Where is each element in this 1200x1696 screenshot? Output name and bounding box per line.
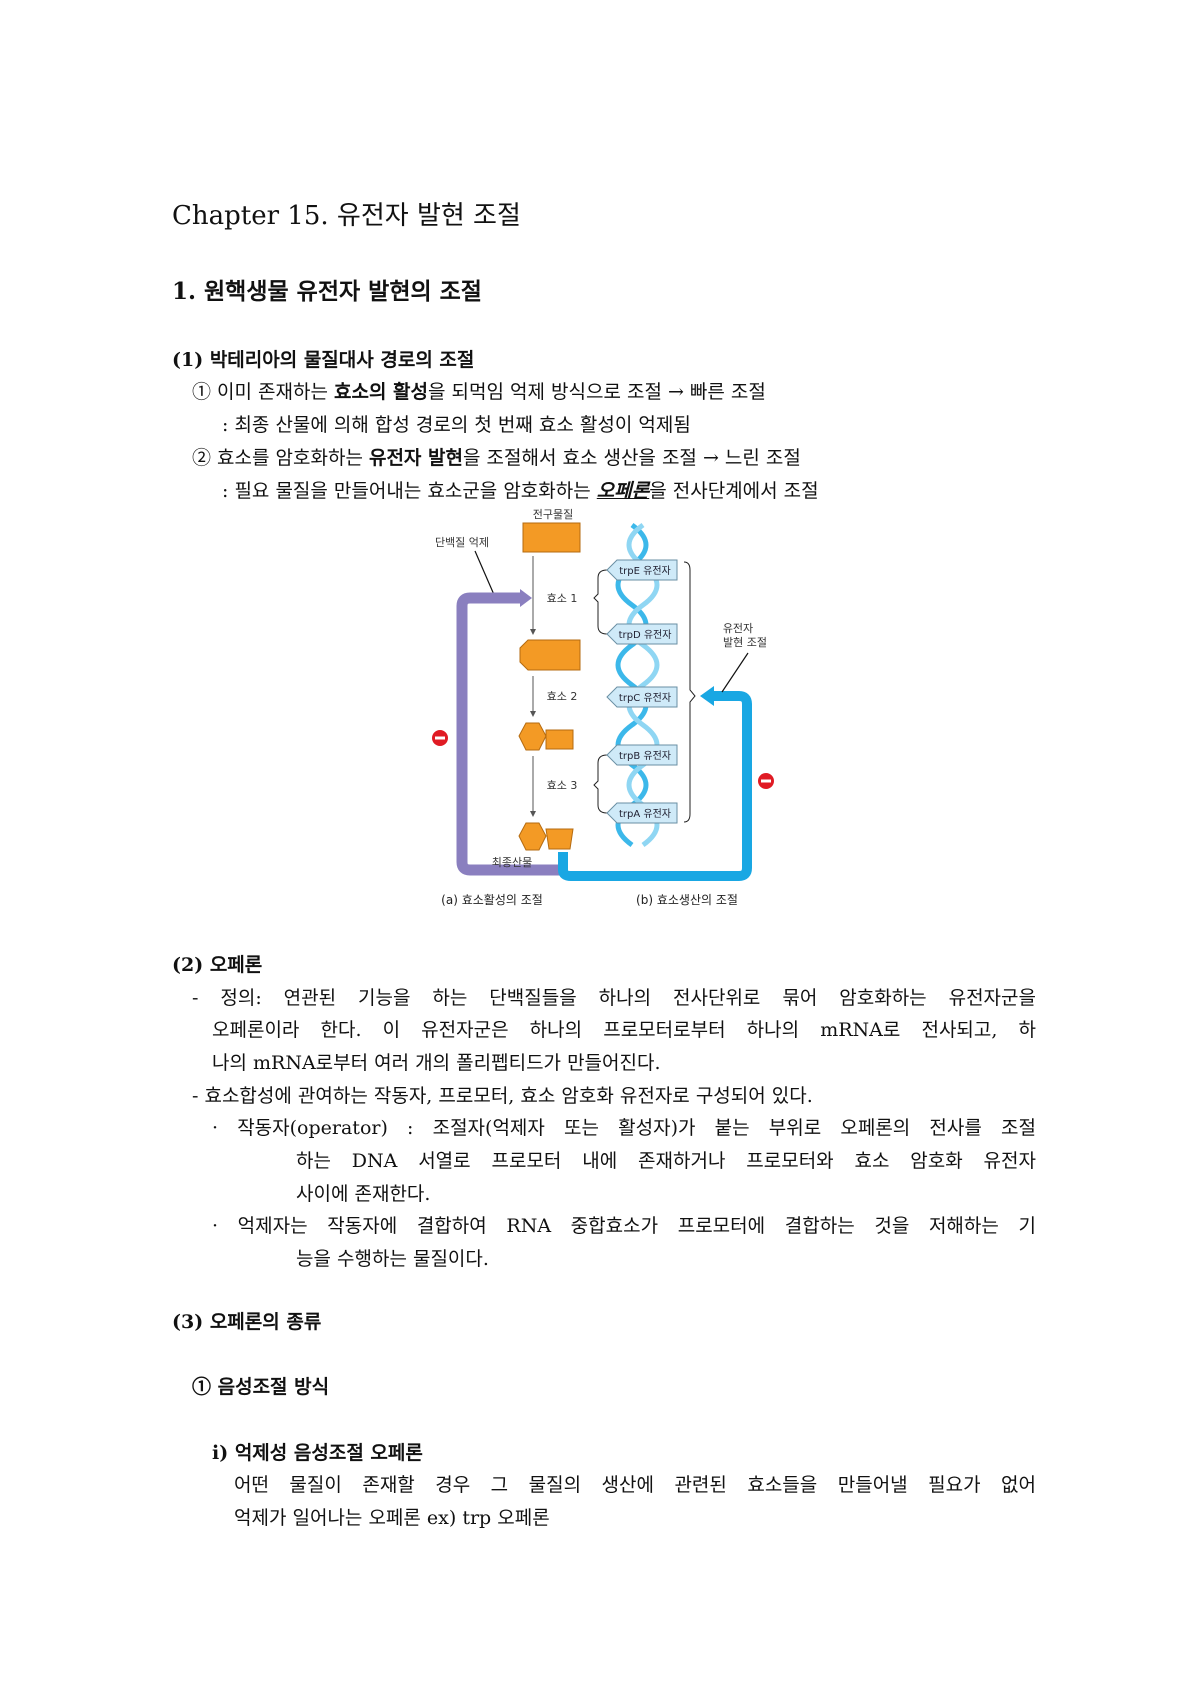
- repressor-line: 능을 수행하는 물질이다.: [296, 1248, 489, 1270]
- gene-arrow-trpB: trpB 유전자: [606, 744, 678, 766]
- gene-arrow-shape: [606, 686, 678, 708]
- operator-line: · 작동자(operator) : 조절자(억제자 또는 활성자)가 붙는 부위…: [212, 1117, 1036, 1139]
- repressible-operon-text: 억제가 일어나는 오페론 ex) trp 오페론: [234, 1507, 550, 1529]
- feedback-inhibition-label: 단백질 억제: [435, 536, 489, 549]
- gene-arrow-trpC: trpC 유전자: [606, 686, 678, 708]
- feedback-inhibition-arrow: [456, 592, 561, 876]
- enzyme-3-brace: [593, 754, 608, 814]
- negative-control-heading: ① 음성조절 방식: [192, 1376, 330, 1398]
- operon-definition-line: 오페론이라 한다. 이 유전자군은 하나의 프로모터로부터 하나의 mRNA로 …: [212, 1019, 1036, 1041]
- gene-arrow-shape: [606, 802, 678, 824]
- emphasis: 유전자 발현: [368, 447, 463, 469]
- operator-line: 사이에 존재한다.: [296, 1183, 431, 1205]
- precursor-molecule: [522, 522, 581, 553]
- section-heading-1: 1. 원핵생물 유전자 발현의 조절: [172, 278, 482, 305]
- list-item-1-note: : 최종 산물에 의해 합성 경로의 첫 번째 효소 활성이 억제됨: [222, 414, 691, 436]
- gene-regulation-arrow: [558, 691, 752, 881]
- enzyme-3-label: 효소 3: [547, 779, 578, 792]
- operon-definition-line: 나의 mRNA로부터 여러 개의 폴리펩티드가 만들어진다.: [212, 1052, 661, 1074]
- enzyme-1-label: 효소 1: [547, 592, 578, 605]
- gene-arrow-trpA: trpA 유전자: [606, 802, 678, 824]
- gene-label: trpB 유전자: [619, 750, 671, 762]
- feedback-arrowhead: [520, 589, 532, 607]
- enzyme-2-label: 효소 2: [547, 690, 578, 703]
- text: 을 전사단계에서 조절: [649, 480, 819, 502]
- caption-a: (a) 효소활성의 조절: [441, 893, 543, 907]
- end-product-label: 최종산물: [492, 856, 532, 869]
- operator-line: 하는 DNA 서열로 프로모터 내에 존재하거나 프로모터와 효소 암호화 유전…: [296, 1150, 1036, 1172]
- end-product-molecule: [518, 822, 574, 851]
- feedback-pointer-line: [474, 550, 496, 598]
- gene-label: trpC 유전자: [619, 692, 671, 704]
- chapter-title: Chapter 15. 유전자 발현 조절: [172, 201, 521, 231]
- regulation-diagram: 전구물질 단백질 억제 효소 1 효소 2 효소 3 trpE 유전자 trpD …: [432, 508, 774, 907]
- inhibition-minus-icon: [432, 730, 448, 746]
- gene-label: trpA 유전자: [619, 808, 671, 820]
- operon-brace: [683, 561, 696, 823]
- list-item-2: ② 효소를 암호화하는 유전자 발현을 조절해서 효소 생산을 조절 → 느린 …: [192, 446, 801, 470]
- gene-arrow-shape: [606, 559, 678, 581]
- intermediate-molecule-1: [519, 639, 581, 671]
- gene-label: trpD 유전자: [619, 629, 672, 641]
- subsection-heading-1: (1) 박테리아의 물질대사 경로의 조절: [172, 349, 475, 371]
- text: : 필요 물질을 만들어내는 효소군을 암호화하는: [222, 480, 597, 502]
- list-item-2-note: : 필요 물질을 만들어내는 효소군을 암호화하는 오페론을 전사단계에서 조절: [222, 479, 819, 503]
- operon-components-line: - 효소합성에 관여하는 작동자, 프로모터, 효소 암호화 유전자로 구성되어…: [192, 1085, 813, 1107]
- gene-regulation-pointer: [721, 652, 749, 693]
- enzyme-1-brace: [593, 569, 608, 635]
- gene-regulation-label-line2: 발현 조절: [723, 636, 767, 649]
- gene-regulation-label-line1: 유전자: [723, 622, 753, 635]
- gene-arrow-trpE: trpE 유전자: [606, 559, 678, 581]
- inhibition-minus-icon: [758, 773, 774, 789]
- list-item-1: ① 이미 존재하는 효소의 활성을 되먹임 억제 방식으로 조절 → 빠른 조절: [192, 380, 766, 404]
- emphasis: 효소의 활성: [334, 381, 429, 403]
- intermediate-molecule-2: [518, 722, 574, 751]
- repressor-line: · 억제자는 작동자에 결합하여 RNA 중합효소가 프로모터에 결합하는 것을…: [212, 1215, 1036, 1237]
- subsection-heading-3: (3) 오페론의 종류: [172, 1311, 322, 1333]
- subsection-heading-2: (2) 오페론: [172, 954, 263, 976]
- gene-label: trpE 유전자: [619, 565, 670, 577]
- text: ① 이미 존재하는: [192, 381, 334, 403]
- gene-arrow-trpD: trpD 유전자: [606, 623, 678, 645]
- text: ② 효소를 암호화하는: [192, 447, 369, 469]
- caption-b: (b) 효소생산의 조절: [636, 893, 738, 907]
- precursor-label: 전구물질: [533, 508, 573, 521]
- gene-regulation-arrowhead: [700, 686, 714, 706]
- text: 을 조절해서 효소 생산을 조절 → 느린 조절: [462, 447, 801, 469]
- repressible-operon-text: 어떤 물질이 존재할 경우 그 물질의 생산에 관련된 효소들을 만들어낼 필요…: [234, 1474, 1036, 1496]
- emphasis: 오페론: [596, 480, 650, 502]
- text: 을 되먹임 억제 방식으로 조절 → 빠른 조절: [428, 381, 766, 403]
- gene-arrow-shape: [606, 744, 678, 766]
- repressible-operon-heading: i) 억제성 음성조절 오페론: [212, 1442, 423, 1464]
- operon-definition-line: - 정의: 연관된 기능을 하는 단백질들을 하나의 전사단위로 묶어 암호화하…: [192, 987, 1036, 1009]
- gene-arrow-shape: [606, 623, 678, 645]
